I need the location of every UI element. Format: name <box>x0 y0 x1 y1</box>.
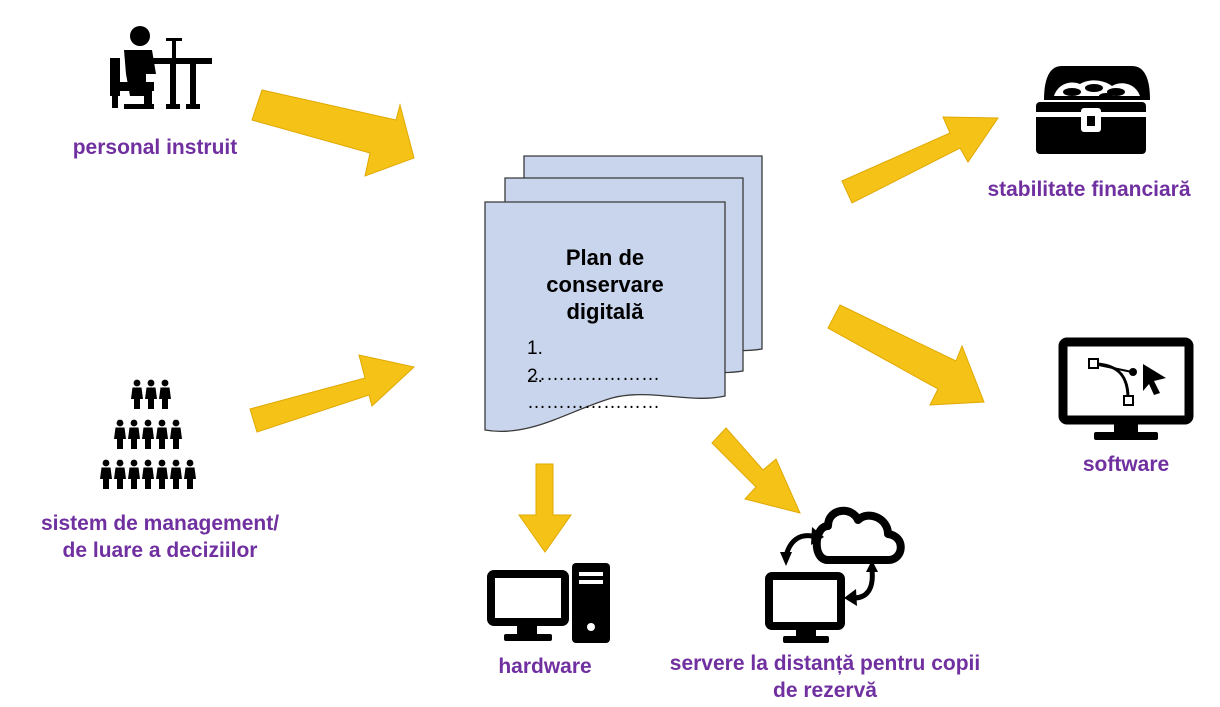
arrow-management-to-plan <box>249 354 416 433</box>
plan-item-2: 2.………………… <box>527 364 697 416</box>
label-trained-staff: personal instruit <box>72 136 238 159</box>
plan-item-text: ………………… <box>527 392 660 413</box>
plan-document-stack <box>484 155 763 432</box>
plan-title-line-1: Plan de <box>565 245 645 270</box>
plan-item-text: ………………… <box>527 364 660 385</box>
plan-item-number: 1. <box>527 338 543 359</box>
label-remote-servers: servere la distanță pentru copii de reze… <box>640 650 1010 704</box>
computer-tower-icon <box>487 563 610 643</box>
arrow-plan-to-hardware <box>518 463 572 553</box>
arrow-staff-to-plan <box>251 89 415 177</box>
arrow-plan-to-remote <box>711 427 801 514</box>
person-at-desk-icon <box>110 26 212 109</box>
label-management-line-2: de luare a deciziilor <box>62 539 258 562</box>
plan-item-1: 1. ………………… <box>527 336 697 388</box>
plan-title-line-3: digitală <box>566 299 644 324</box>
arrow-plan-to-software <box>827 304 985 406</box>
label-management: sistem de management/ de luare a decizii… <box>0 510 320 564</box>
cloud-sync-icon <box>765 507 905 643</box>
label-remote-line-1: servere la distanță pentru copii <box>669 652 981 675</box>
arrow-plan-to-financial <box>841 116 999 204</box>
label-financial-stability: stabilitate financiară <box>987 178 1191 201</box>
people-hierarchy-icon <box>100 379 196 489</box>
label-hardware: hardware <box>498 655 592 678</box>
label-remote-line-2: de rezervă <box>773 679 877 702</box>
label-software: software <box>1082 453 1170 476</box>
monitor-vector-icon <box>1058 337 1194 440</box>
label-management-line-1: sistem de management/ <box>40 512 280 535</box>
plan-title: Plan de conservare digitală <box>530 244 680 325</box>
document-page-front <box>484 201 726 432</box>
arrows <box>249 89 999 553</box>
plan-item-number: 2. <box>527 366 543 387</box>
plan-title-line-2: conservare <box>546 272 664 297</box>
treasure-chest-icon <box>1036 66 1150 154</box>
